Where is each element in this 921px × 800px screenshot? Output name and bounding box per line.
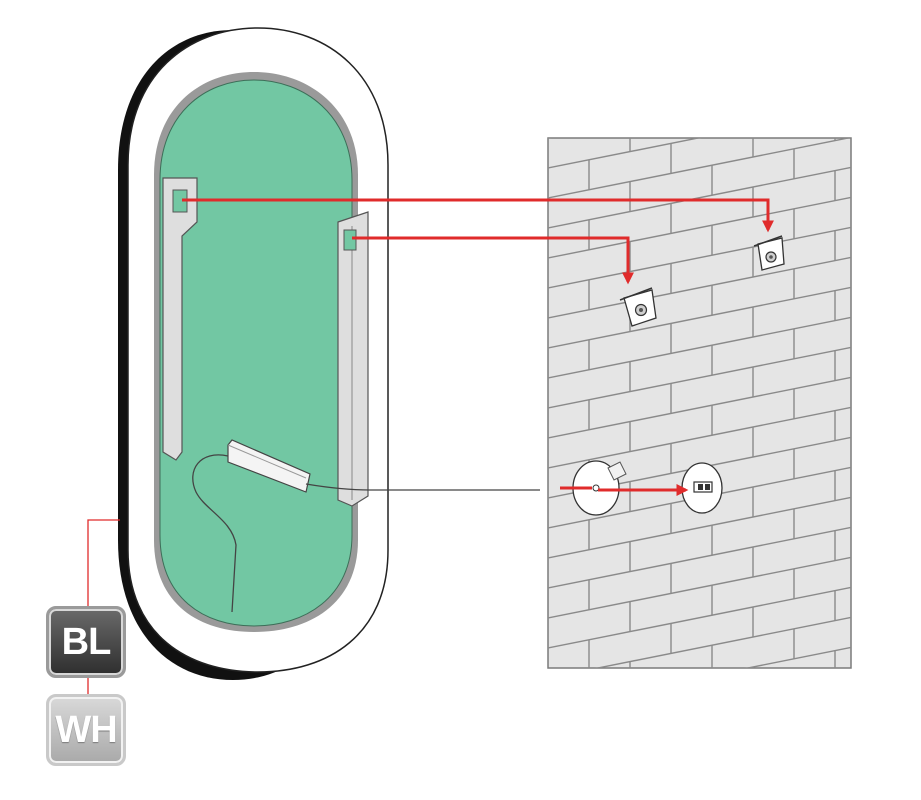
right-mounting-rail — [337, 211, 369, 507]
brick-wall — [547, 137, 852, 669]
color-variant-leader — [87, 519, 120, 606]
cable-cover-plate — [572, 460, 627, 516]
driver-cable-down — [192, 454, 237, 613]
arrow-left-rail-to-right-hook — [182, 198, 774, 233]
right-rail-slot — [343, 229, 357, 251]
white-finish-label: WH — [55, 708, 117, 751]
mounting-arrows — [182, 198, 774, 496]
black-finish-label: BL — [61, 620, 112, 663]
led-driver — [227, 439, 311, 493]
mirror-back-panel — [159, 79, 353, 627]
arrow-right-rail-to-left-hook — [352, 236, 634, 285]
wall-outlet — [681, 462, 723, 514]
black-finish-badge: BL — [46, 606, 126, 678]
wall-hook-left — [619, 287, 657, 327]
white-finish-badge: WH — [46, 694, 126, 766]
mirror — [118, 27, 540, 680]
wall-hook-right — [753, 235, 785, 271]
driver-cable-out — [305, 483, 540, 491]
